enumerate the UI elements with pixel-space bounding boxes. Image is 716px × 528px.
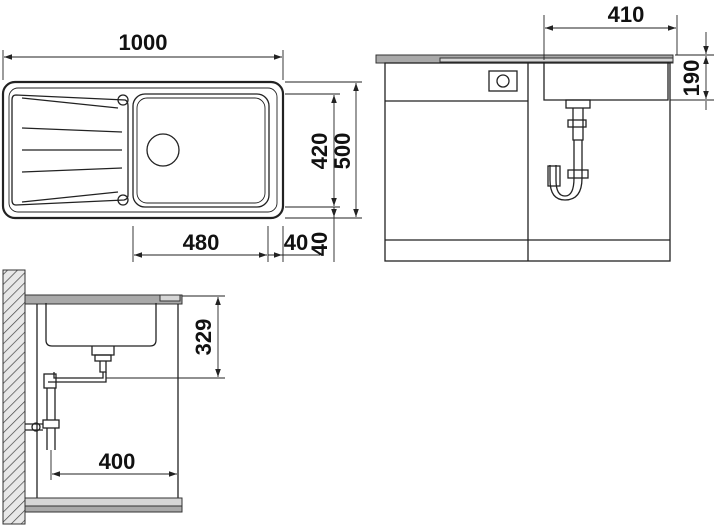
dim-500: 500 [330, 133, 355, 170]
dim-480: 480 [183, 230, 220, 255]
sink-bowl [132, 93, 270, 208]
dim-329: 329 [191, 319, 216, 356]
wall-hatched [2, 269, 26, 525]
sink-bowl-section [45, 303, 157, 347]
side-worktop [24, 294, 183, 305]
appliance-panel [488, 70, 518, 92]
dim-400: 400 [99, 449, 136, 474]
top-view: 1000 480 40 420 500 40 [1, 30, 362, 262]
appliance-knob-icon [496, 74, 510, 88]
floor-plinth [24, 497, 183, 507]
sink-basin-front [543, 62, 669, 101]
tap-hole-icon [117, 94, 129, 106]
front-view: 410 190 [375, 2, 714, 262]
dim-40-vertical: 40 [307, 232, 332, 256]
side-view: 329 400 [2, 269, 225, 525]
dim-40-horizontal: 40 [284, 230, 308, 255]
dim-1000: 1000 [119, 30, 168, 55]
siphon-pipe [572, 108, 584, 141]
drain-pipe-horizontal [53, 372, 104, 379]
dim-420: 420 [307, 133, 332, 170]
drain-icon [146, 133, 180, 167]
overflow-hole-icon [117, 194, 129, 206]
sink-outline [1, 80, 285, 220]
dim-410: 410 [608, 2, 645, 27]
dim-190: 190 [679, 60, 704, 97]
